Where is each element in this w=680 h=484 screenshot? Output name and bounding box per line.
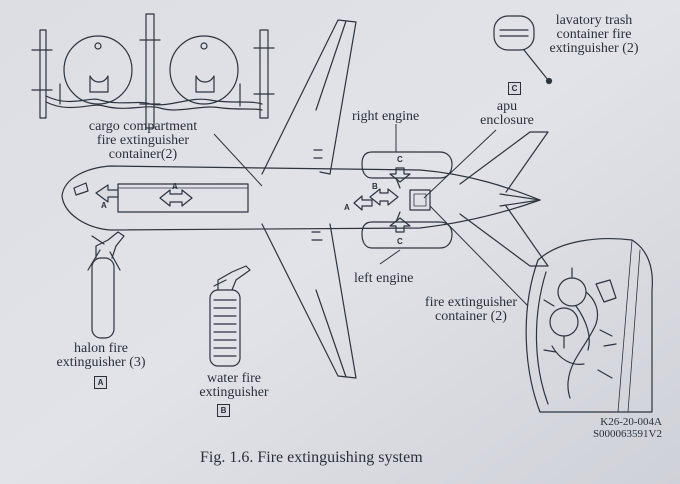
lavatory-extinguisher-icon	[493, 15, 553, 85]
fire-container-label: fire extinguisher container (2)	[404, 296, 538, 324]
halon-label: halon fire extinguisher (3)	[38, 342, 164, 370]
zone-arrow-c-right	[389, 167, 411, 183]
lavatory-label-line-3: extinguisher (2)	[549, 41, 639, 56]
left-engine-label: left engine	[354, 271, 414, 286]
aircraft-outline	[61, 19, 549, 379]
reference-code-line-2: S000063591V2	[592, 428, 662, 440]
fire-container-label-line-1: fire extinguisher	[424, 295, 518, 310]
apu-unit	[409, 189, 431, 211]
zone-arrow-a-forward	[95, 184, 119, 203]
right-engine-label: right engine	[352, 109, 420, 124]
fire-container-label-line-2: container (2)	[435, 309, 507, 324]
cargo-label-line-3: container(2)	[108, 147, 178, 162]
zone-letter-a-aft: A	[344, 203, 350, 212]
cargo-extinguisher-bottles	[31, 13, 275, 129]
water-label-line-1: water fire	[206, 371, 262, 386]
zone-letter-c-left: C	[397, 237, 403, 246]
cargo-label-line-1: cargo compartment	[88, 119, 198, 134]
apu-label-line-2: enclosure	[480, 113, 534, 128]
halon-extinguisher-icon	[87, 231, 125, 339]
apu-label: apu enclosure	[466, 100, 548, 128]
halon-label-line-2: extinguisher (3)	[56, 355, 146, 370]
engine-bay-detail	[525, 238, 653, 413]
water-extinguisher-icon	[209, 265, 251, 367]
halon-label-line-1: halon fire	[73, 341, 129, 356]
zone-letter-a-cargo: A	[172, 182, 178, 191]
zone-arrow-a-cargo	[159, 189, 193, 207]
lavatory-label-line-1: lavatory trash	[555, 13, 633, 28]
zone-arrow-c-left	[389, 217, 411, 233]
lavatory-label-line-2: container fire	[556, 27, 632, 42]
water-label-line-2: extinguisher	[199, 385, 269, 400]
zone-arrow-a-aft	[353, 195, 373, 211]
zone-arrow-b	[369, 188, 399, 206]
zone-letter-b: B	[372, 182, 378, 191]
zone-letter-a-forward: A	[101, 201, 107, 210]
figure-caption: Fig. 1.6. Fire extinguishing system	[200, 449, 423, 466]
lavatory-label: lavatory trash container fire extinguish…	[532, 14, 656, 56]
water-label: water fire extinguisher	[186, 372, 282, 400]
zone-letter-c-right: C	[397, 155, 403, 164]
badge-b: B	[217, 404, 230, 417]
badge-c: C	[508, 82, 521, 95]
cargo-label: cargo compartment fire extinguisher cont…	[60, 120, 226, 162]
apu-label-line-1: apu	[496, 99, 518, 114]
cargo-label-line-2: fire extinguisher	[96, 133, 190, 148]
reference-code-line-1: K26-20-004A	[600, 416, 662, 428]
reference-code: K26-20-004A S000063591V2	[556, 416, 662, 440]
badge-a: A	[94, 376, 107, 389]
leader-lines	[213, 124, 529, 307]
